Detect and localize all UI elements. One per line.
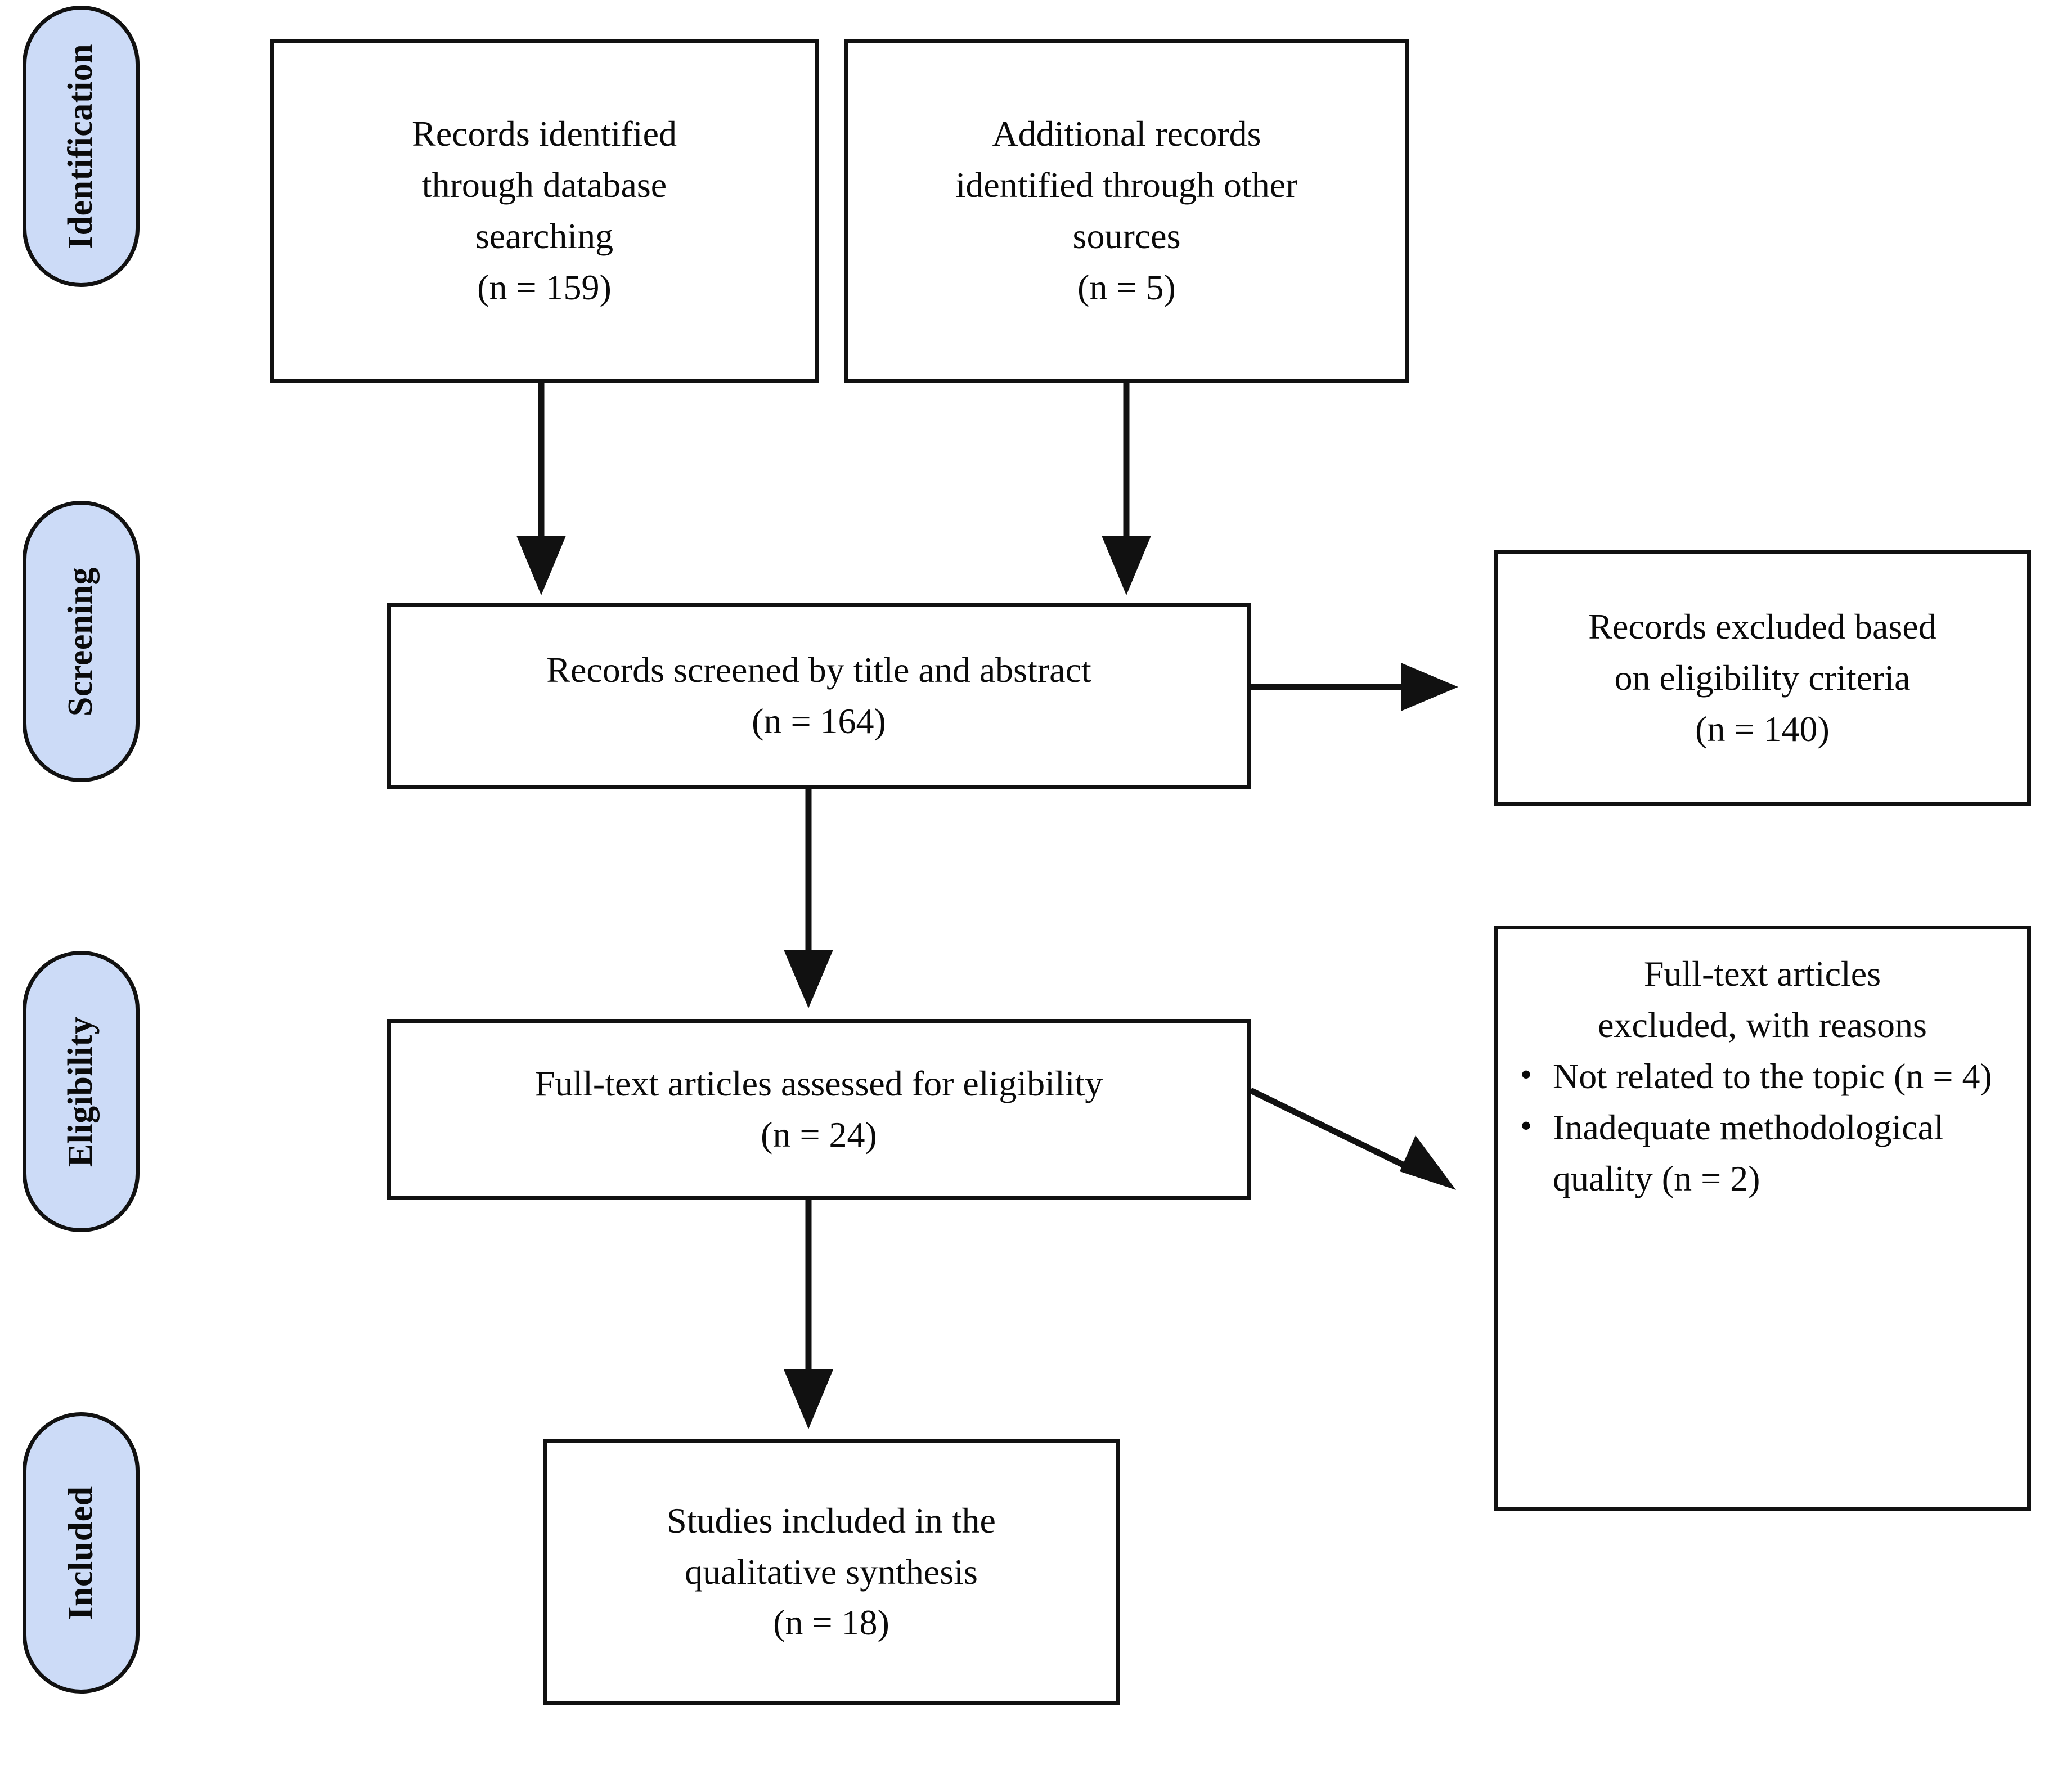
- stage-pill-included: Included: [23, 1412, 140, 1694]
- reason-item: Not related to the topic (n = 4): [1512, 1051, 2012, 1102]
- box-line: on eligibility criteria: [1614, 658, 1911, 698]
- box-fulltext-excluded-reasons: Full-text articles excluded, with reason…: [1494, 926, 2031, 1511]
- box-records-screened: Records screened by title and abstract (…: [387, 603, 1251, 789]
- stage-pill-eligibility: Eligibility: [23, 951, 140, 1232]
- box-line: Records screened by title and abstract: [546, 650, 1091, 690]
- reasons-list: Not related to the topic (n = 4) Inadequ…: [1512, 1051, 2012, 1205]
- stage-pill-screening: Screening: [23, 501, 140, 782]
- box-count: (n = 24): [761, 1115, 877, 1155]
- box-line: identified through other: [955, 165, 1298, 205]
- box-count: (n = 159): [477, 267, 612, 307]
- box-line: qualitative synthesis: [685, 1551, 978, 1592]
- box-count: (n = 18): [773, 1602, 889, 1643]
- box-line: Records identified: [412, 114, 677, 154]
- box-count: (n = 140): [1695, 708, 1830, 749]
- reason-item: Inadequate methodological quality (n = 2…: [1512, 1102, 2012, 1205]
- box-records-identified-database: Records identified through database sear…: [270, 39, 819, 383]
- stage-pill-identification: Identification: [23, 6, 140, 287]
- box-line: Additional records: [992, 114, 1261, 154]
- box-studies-included: Studies included in the qualitative synt…: [543, 1439, 1120, 1705]
- reasons-title-line: excluded, with reasons: [1598, 1004, 1927, 1045]
- box-records-excluded: Records excluded based on eligibility cr…: [1494, 550, 2031, 806]
- box-line: Records excluded based: [1588, 607, 1936, 647]
- box-count: (n = 164): [752, 701, 886, 741]
- box-count: (n = 5): [1077, 267, 1176, 307]
- box-line: Full-text articles assessed for eligibil…: [534, 1063, 1103, 1104]
- box-line: sources: [1072, 216, 1181, 256]
- box-line: searching: [475, 216, 614, 256]
- box-additional-records-other-sources: Additional records identified through ot…: [844, 39, 1409, 383]
- box-fulltext-assessed: Full-text articles assessed for eligibil…: [387, 1019, 1251, 1200]
- reasons-title-line: Full-text articles: [1643, 954, 1881, 994]
- box-line: through database: [421, 165, 667, 205]
- box-line: Studies included in the: [667, 1500, 996, 1541]
